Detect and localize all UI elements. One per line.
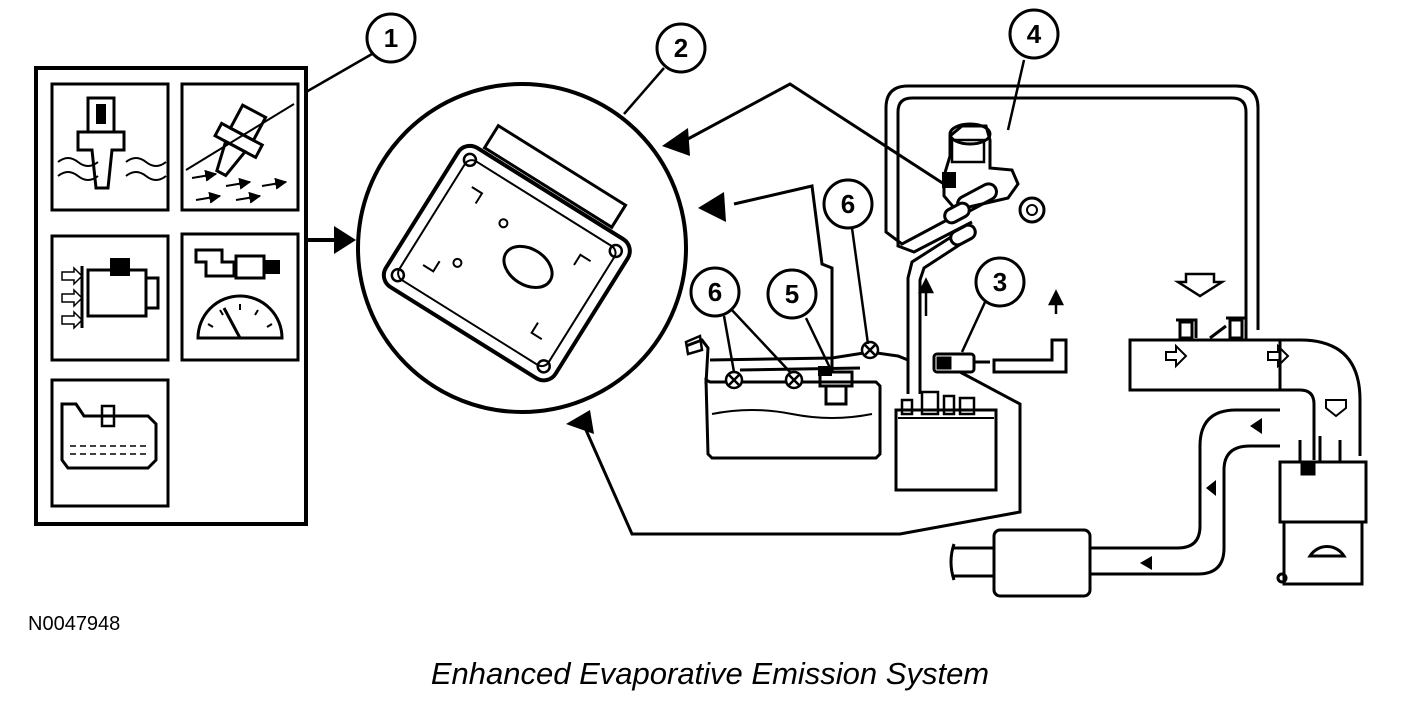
callout-6a-label: 6	[708, 277, 722, 307]
callout-5-label: 5	[785, 279, 799, 309]
fuel-tank	[684, 334, 882, 460]
callout-6b: 6	[822, 178, 874, 345]
callout-1: 1	[305, 12, 417, 94]
callout-4-label: 4	[1027, 19, 1042, 49]
fluid-level-sensor-icon	[50, 82, 170, 212]
rollover-valves	[724, 340, 880, 390]
sensor-input-panel	[34, 66, 308, 526]
callout-5: 5	[766, 268, 832, 369]
panel-to-pcm-arrow	[308, 226, 356, 254]
callout-2: 2	[623, 22, 707, 115]
intake-flow-arrow	[1173, 272, 1227, 298]
vapor-hoses	[709, 84, 1260, 394]
pcm-signal-lines	[584, 82, 1022, 536]
pcm-signal-arrowheads	[566, 128, 726, 434]
callout-4: 4	[1006, 8, 1060, 131]
flow-arrows-up	[917, 277, 1065, 316]
diagram-caption: Enhanced Evaporative Emission System	[430, 656, 990, 691]
evap-canister	[894, 390, 998, 492]
exhaust-system	[949, 408, 1280, 598]
intake-duct	[1280, 338, 1362, 460]
flow-sensor-icon	[180, 82, 300, 212]
vent-solenoid	[932, 338, 1068, 374]
fuel-tank-sender-icon	[50, 378, 170, 508]
callout-3-label: 3	[993, 267, 1007, 297]
callout-6a: 6	[689, 266, 791, 373]
callout-1-label: 1	[384, 23, 398, 53]
figure-id: N0047948	[28, 613, 121, 635]
pressure-sensor-gauge-icon	[180, 232, 300, 362]
engine	[1276, 436, 1368, 586]
powertrain-control-module	[356, 82, 688, 414]
exhaust-flow-arrows	[1140, 418, 1262, 570]
mass-air-flow-sensor-icon	[50, 234, 170, 362]
callout-3: 3	[960, 256, 1026, 353]
throttle-body	[1128, 316, 1290, 392]
callout-2-label: 2	[674, 33, 688, 63]
callout-6b-label: 6	[841, 189, 855, 219]
canister-purge-valve	[942, 122, 1046, 224]
